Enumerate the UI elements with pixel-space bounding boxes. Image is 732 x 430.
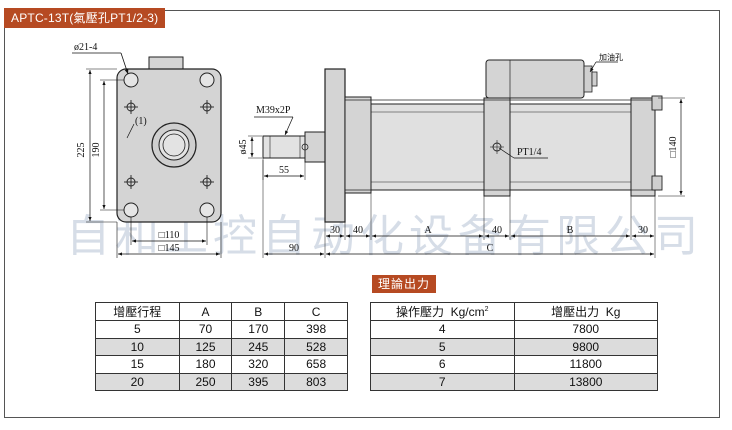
table-cell: 395 — [231, 372, 286, 391]
dim-40-mid: 40 — [492, 225, 502, 236]
tie-rod-nut-top — [651, 95, 663, 111]
table-cell: 7800 — [513, 320, 658, 339]
table-cell: 528 — [284, 337, 348, 356]
table-cell: 20 — [95, 372, 180, 391]
oil-reservoir — [485, 59, 585, 99]
table-row: 10 125 245 528 — [95, 337, 348, 356]
table-cell: 11800 — [513, 355, 658, 374]
flange-neck — [344, 96, 372, 194]
marker-label: (1) — [135, 116, 147, 127]
port-callout: PT1/4 — [517, 147, 541, 158]
table-row: 4 7800 — [370, 320, 658, 339]
table-cell: 125 — [178, 337, 233, 356]
table-row: 5 9800 — [370, 337, 658, 356]
header-pressure: 操作壓力 Kg/cm2 — [370, 302, 515, 321]
side-view: 加油孔 M39x2P ø45 55 PT1/4 □140 — [238, 52, 685, 258]
dim-diameter-45: ø45 — [238, 140, 249, 155]
table-cell: 70 — [178, 320, 233, 339]
table-cell: 4 — [370, 320, 515, 339]
table-row: 5 70 170 398 — [95, 320, 348, 339]
oil-fill-label: 加油孔 — [599, 52, 623, 62]
table-cell: 180 — [178, 355, 233, 374]
table-cell: 398 — [284, 320, 348, 339]
dim-110: □110 — [159, 230, 180, 241]
hole-callout: ø21-4 — [74, 42, 97, 53]
piston-rod — [262, 135, 308, 159]
dim-225: 225 — [76, 143, 87, 158]
table-row: 20 250 395 803 — [95, 372, 348, 391]
output-table: 操作壓力 Kg/cm2 增壓出力 Kg 4 7800 5 9800 6 1180… — [370, 302, 658, 391]
table-cell: 803 — [284, 372, 348, 391]
table-cell: 9800 — [513, 337, 658, 356]
rear-cap — [630, 97, 656, 197]
table-cell: 13800 — [513, 372, 658, 391]
dim-140: □140 — [668, 136, 679, 157]
table-cell: 10 — [95, 337, 180, 356]
header-c: C — [284, 302, 348, 321]
front-flange — [324, 68, 346, 223]
tie-rod-nut-bottom — [651, 175, 663, 191]
table-row: 15 180 320 658 — [95, 355, 348, 374]
table-row: 6 11800 — [370, 355, 658, 374]
dim-55: 55 — [279, 165, 289, 176]
dim-A: A — [424, 225, 432, 236]
table-cell: 6 — [370, 355, 515, 374]
threaded-holes — [124, 100, 214, 189]
model-title: APTC-13T(氣壓孔PT1/2-3) — [4, 8, 166, 28]
center-bore — [158, 129, 190, 161]
dim-B: B — [567, 225, 574, 236]
dim-190: 190 — [91, 143, 102, 158]
table-cell: 245 — [231, 337, 286, 356]
output-table-header: 操作壓力 Kg/cm2 增壓出力 Kg — [370, 302, 658, 321]
thread-callout: M39x2P — [256, 105, 291, 116]
header-stroke: 增壓行程 — [95, 302, 180, 321]
corner-holes — [123, 72, 215, 218]
dim-C: C — [487, 243, 494, 254]
dim-30-left: 30 — [330, 225, 340, 236]
dim-145: □145 — [158, 243, 179, 254]
table-cell: 658 — [284, 355, 348, 374]
table-cell: 250 — [178, 372, 233, 391]
table-row: 7 13800 — [370, 372, 658, 391]
output-table-title: 理論出力 — [372, 275, 437, 293]
dim-40-left: 40 — [353, 225, 363, 236]
table-cell: 15 — [95, 355, 180, 374]
dim-30-right: 30 — [638, 225, 648, 236]
cylinder-tube-a — [370, 103, 485, 191]
header-a: A — [178, 302, 233, 321]
dim-90: 90 — [289, 243, 299, 254]
table-cell: 5 — [95, 320, 180, 339]
front-view: ø21-4 (1) 225 190 □110 □145 — [72, 42, 222, 258]
table-cell: 320 — [231, 355, 286, 374]
figure-frame — [4, 10, 720, 418]
stroke-table: 增壓行程 A B C 5 70 170 398 10 125 245 528 1… — [95, 302, 348, 391]
table-cell: 170 — [231, 320, 286, 339]
header-output: 增壓出力 Kg — [513, 302, 658, 321]
stroke-table-header: 增壓行程 A B C — [95, 302, 348, 321]
table-cell: 5 — [370, 337, 515, 356]
header-b: B — [231, 302, 286, 321]
table-cell: 7 — [370, 372, 515, 391]
